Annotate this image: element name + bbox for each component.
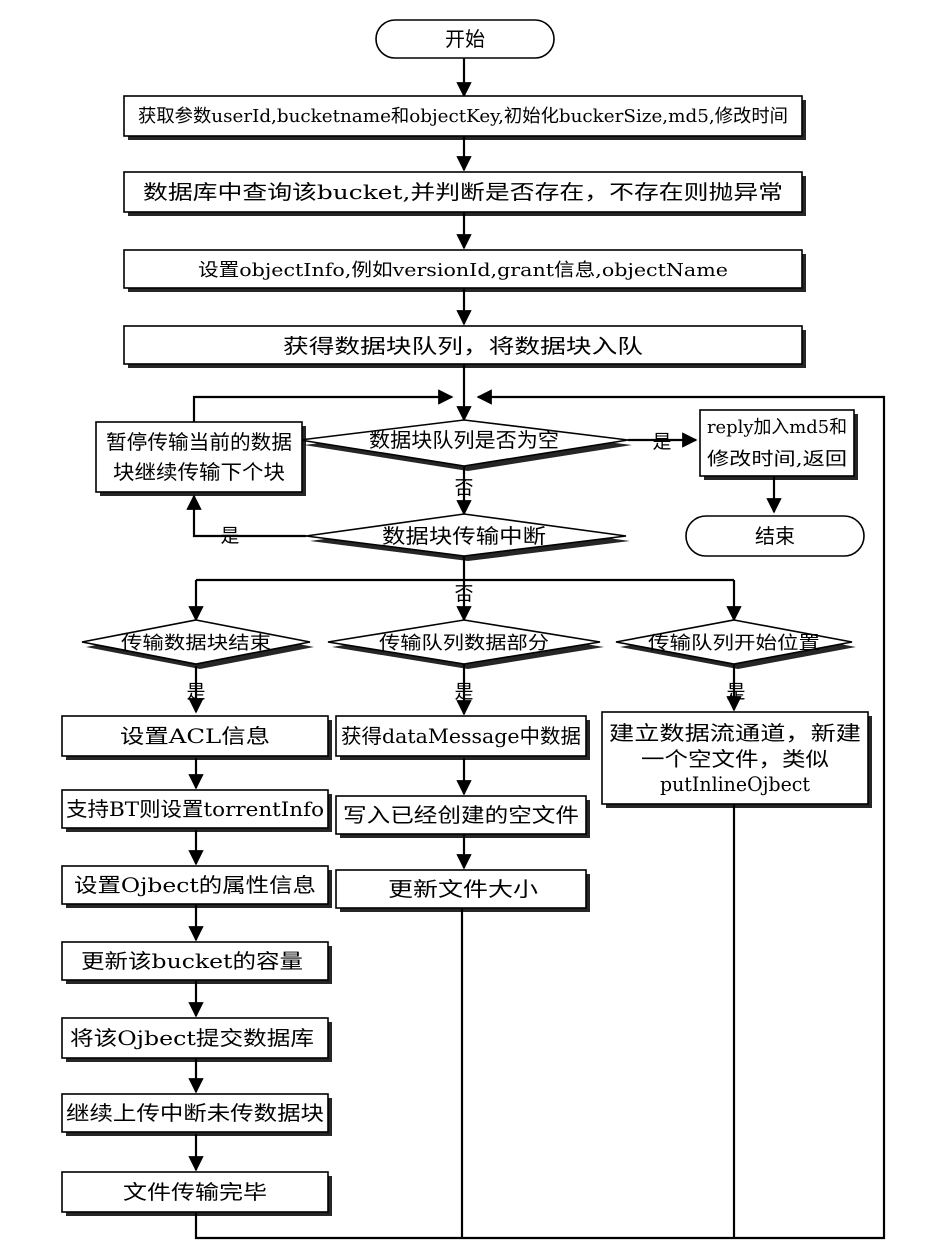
end-node: 结束 [685, 515, 865, 557]
transfer-start-label: 传输队列开始位置 [648, 633, 820, 654]
pause-label-line1: 暂停传输当前的数据 [106, 430, 292, 454]
bt-torrent-box: 支持BT则设置torrentInfo [61, 789, 332, 832]
build-stream-line3: putInlineOjbect [660, 772, 810, 796]
set-objectinfo-box: 设置objectInfo,例如versionId,grant信息,objectN… [123, 249, 806, 292]
build-stream-line2: 一个空文件，类似 [641, 747, 829, 771]
query-bucket-label: 数据库中查询该bucket,并判断是否存在，不存在则抛异常 [143, 180, 783, 204]
write-file-label: 写入已经创建的空文件 [343, 803, 579, 827]
set-attrs-label: 设置Ojbect的属性信息 [74, 873, 316, 897]
get-queue-label: 获得数据块队列，将数据块入队 [283, 334, 643, 358]
start-branch-yes-label: 是 [726, 681, 745, 703]
get-datamessage-box: 获得dataMessage中数据 [335, 715, 590, 760]
transfer-end-label: 传输数据块结束 [121, 633, 271, 654]
commit-db-box: 将该Ojbect提交数据库 [61, 1017, 332, 1062]
transfer-done-label: 文件传输完毕 [123, 1180, 267, 1204]
build-stream-box: 建立数据流通道，新建 一个空文件，类似 putInlineOjbect [601, 711, 872, 808]
pause-box: 暂停传输当前的数据 块继续传输下个块 [95, 421, 306, 496]
set-acl-box: 设置ACL信息 [61, 715, 332, 760]
interrupt-no-label: 否 [454, 583, 473, 605]
queue-empty-yes-label: 是 [652, 431, 671, 453]
get-queue-box: 获得数据块队列，将数据块入队 [123, 325, 806, 368]
set-attrs-box: 设置Ojbect的属性信息 [61, 865, 332, 908]
continue-upload-label: 继续上传中断未传数据块 [66, 1101, 324, 1125]
update-capacity-box: 更新该bucket的容量 [61, 941, 332, 984]
transfer-part-decision: 传输队列数据部分 [327, 619, 604, 669]
queue-empty-decision: 数据块队列是否为空 [299, 419, 632, 471]
transfer-end-decision: 传输数据块结束 [81, 619, 314, 669]
update-capacity-label: 更新该bucket的容量 [81, 949, 303, 973]
get-params-box: 获取参数userId,bucketname和objectKey,初始化bucke… [123, 95, 806, 140]
transfer-start-decision: 传输队列开始位置 [615, 619, 856, 669]
queue-empty-no-label: 否 [454, 477, 473, 499]
reply-box: reply加入md5和 修改时间,返回 [699, 409, 858, 480]
end-label: 结束 [755, 524, 795, 548]
end-branch-yes-label: 是 [186, 681, 205, 703]
queue-empty-label: 数据块队列是否为空 [369, 428, 559, 452]
start-node: 开始 [375, 19, 555, 59]
update-size-label: 更新文件大小 [388, 877, 538, 901]
write-file-box: 写入已经创建的空文件 [335, 795, 590, 838]
reply-label-line2: 修改时间,返回 [707, 449, 847, 470]
query-bucket-box: 数据库中查询该bucket,并判断是否存在，不存在则抛异常 [123, 171, 806, 216]
continue-upload-box: 继续上传中断未传数据块 [61, 1093, 332, 1136]
commit-db-label: 将该Ojbect提交数据库 [70, 1026, 314, 1050]
update-size-box: 更新文件大小 [335, 869, 590, 912]
part-branch-yes-label: 是 [454, 681, 473, 703]
build-stream-line1: 建立数据流通道，新建 [609, 721, 861, 745]
transfer-interrupted-label: 数据块传输中断 [382, 524, 546, 548]
set-acl-label: 设置ACL信息 [120, 724, 270, 748]
interrupt-yes-label: 是 [220, 525, 239, 547]
transfer-part-label: 传输队列数据部分 [379, 633, 549, 654]
reply-label-line1: reply加入md5和 [707, 417, 847, 438]
set-objectinfo-label: 设置objectInfo,例如versionId,grant信息,objectN… [198, 260, 728, 281]
get-datamessage-label: 获得dataMessage中数据 [341, 724, 581, 748]
get-params-label: 获取参数userId,bucketname和objectKey,初始化bucke… [138, 106, 788, 127]
start-label: 开始 [445, 27, 485, 51]
pause-label-line2: 块继续传输下个块 [113, 460, 285, 484]
transfer-done-box: 文件传输完毕 [61, 1171, 332, 1216]
bt-torrent-label: 支持BT则设置torrentInfo [66, 797, 324, 821]
transfer-interrupted-decision: 数据块传输中断 [305, 513, 630, 561]
